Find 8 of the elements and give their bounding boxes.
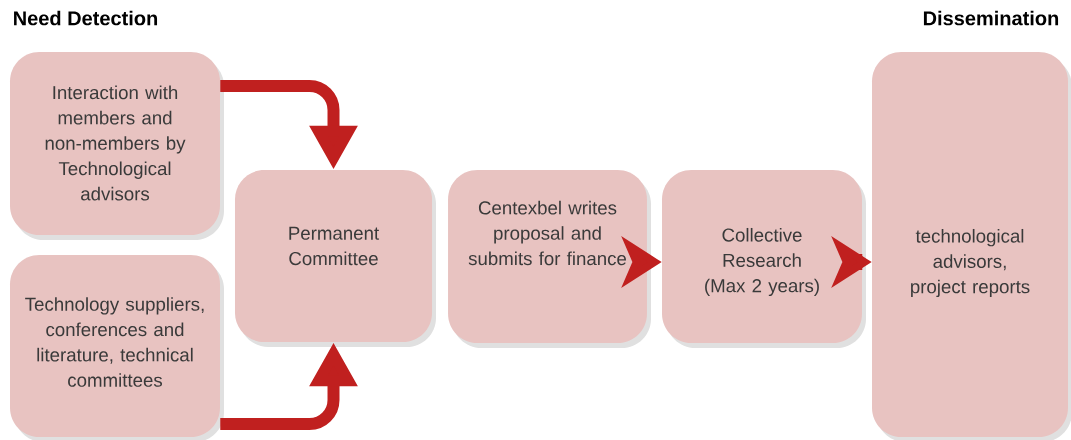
heading: Dissemination xyxy=(923,10,1059,26)
process-box: Interaction with members and non-members by Technological advisors xyxy=(10,52,220,235)
process-box: Technology suppliers, conferences and literature, technical committees xyxy=(10,255,220,437)
process-box: technological advisors, project reports xyxy=(872,51,1068,438)
process-box: Permanent Committee xyxy=(234,170,433,342)
process-box: Collective Research (Max 2 years) xyxy=(662,169,862,344)
process-box: Centexbel writes proposal and submits for finance xyxy=(448,169,647,344)
heading: Need Detection xyxy=(14,10,158,26)
